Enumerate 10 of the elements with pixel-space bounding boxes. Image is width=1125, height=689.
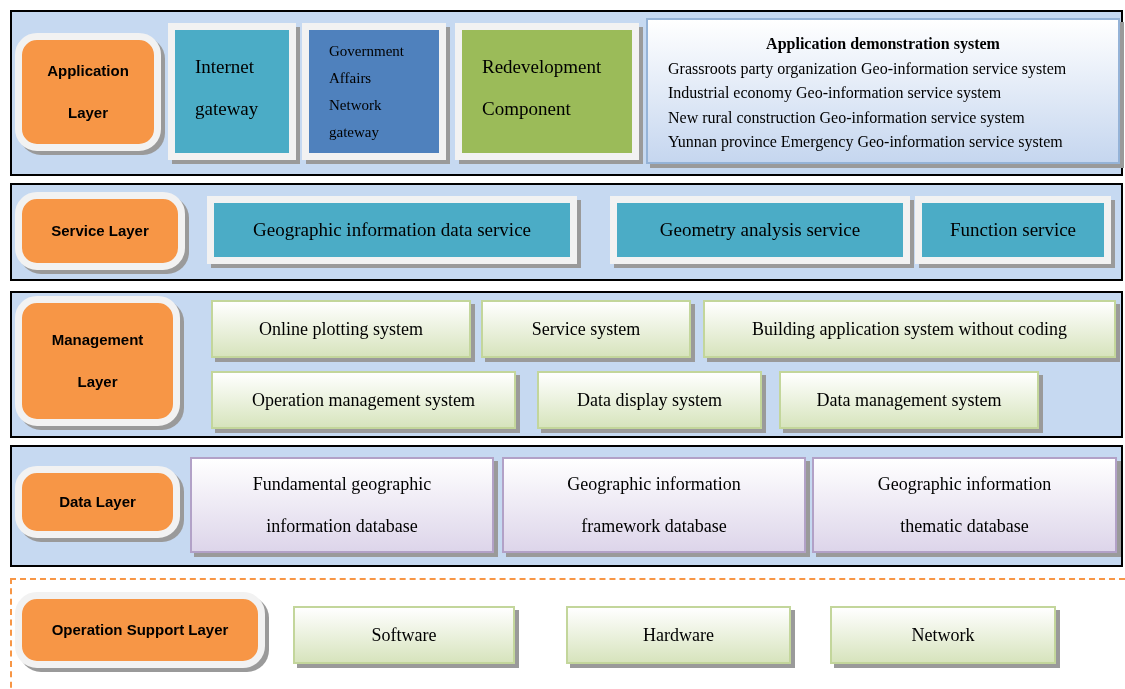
system-item: Industrial economy Geo-information service system — [668, 83, 1002, 104]
layer-band — [10, 10, 1123, 176]
system-item: New rural construction Geo-information service system — [668, 107, 1025, 129]
layer-band — [10, 445, 1123, 567]
layer-band — [10, 183, 1123, 281]
layer-band — [10, 578, 1125, 689]
layer-band — [10, 291, 1123, 438]
system-item: Yunnan province Emergency Geo-information service system — [668, 132, 1063, 153]
panel-heading: Application demonstration system — [766, 34, 1000, 55]
system-item: Grassroots party organization Geo-information service system — [668, 58, 1067, 80]
